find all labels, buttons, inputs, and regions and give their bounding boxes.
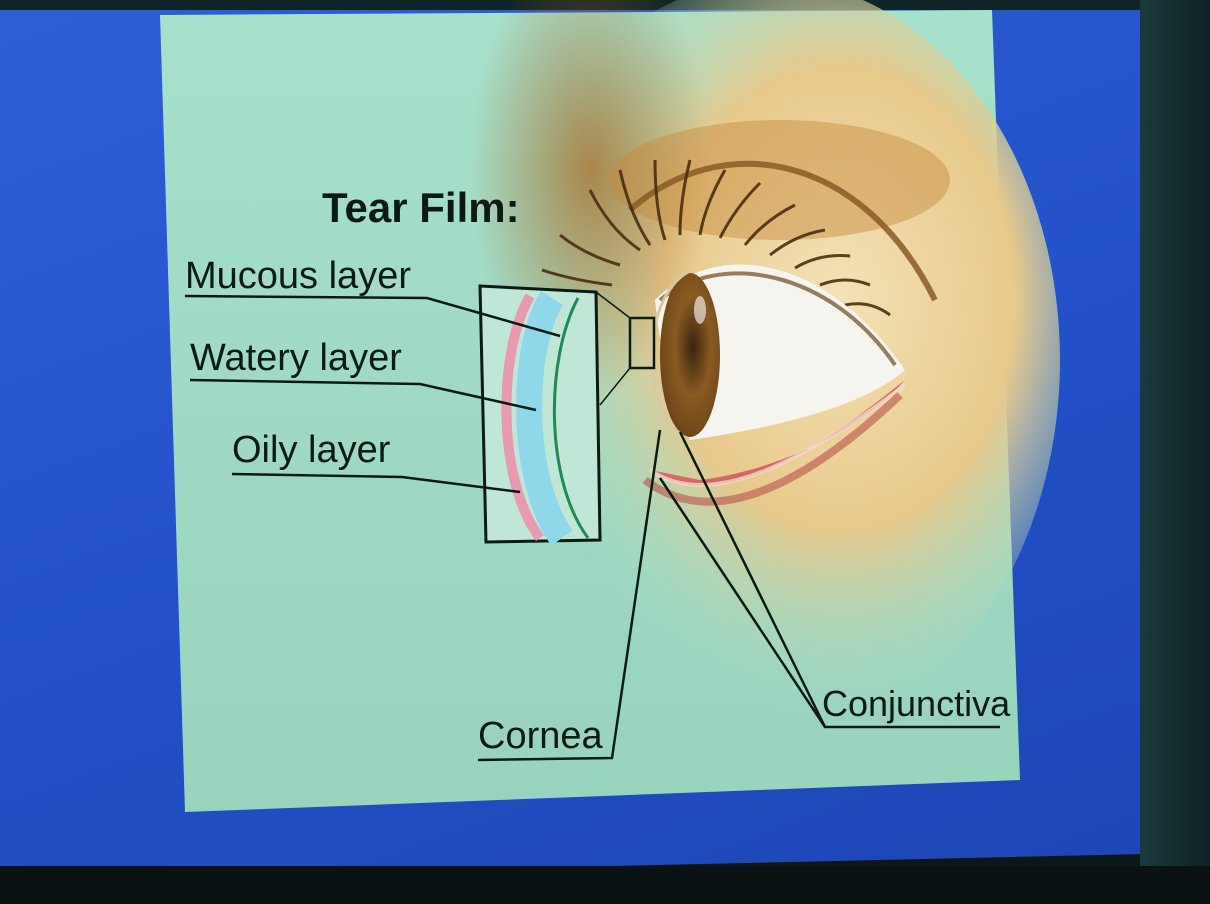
iris [660,273,720,437]
oily-layer-label: Oily layer [232,429,391,471]
mucous-layer-label: Mucous layer [185,255,411,297]
cornea-label: Cornea [478,715,603,757]
conjunctiva-label: Conjunctiva [822,683,1011,724]
watery-layer-label: Watery layer [190,337,402,379]
diagram-title: Tear Film: [322,184,520,231]
